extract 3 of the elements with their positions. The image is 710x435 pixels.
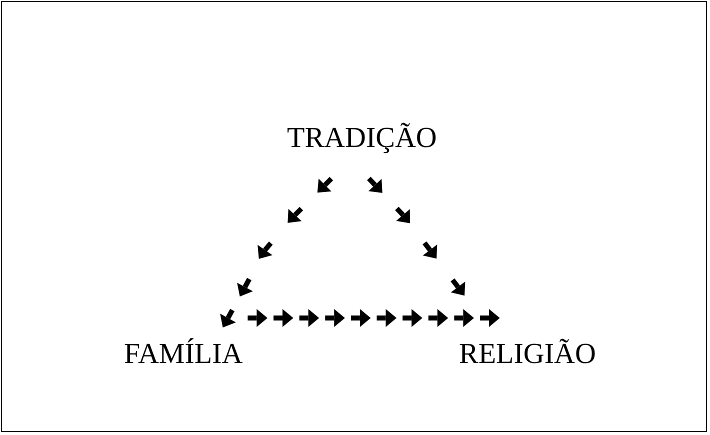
concept-label: TRADIÇÃO [287,122,437,154]
concept-label: FAMÍLIA [124,338,243,370]
concept-label: RELIGIÃO [459,338,596,370]
